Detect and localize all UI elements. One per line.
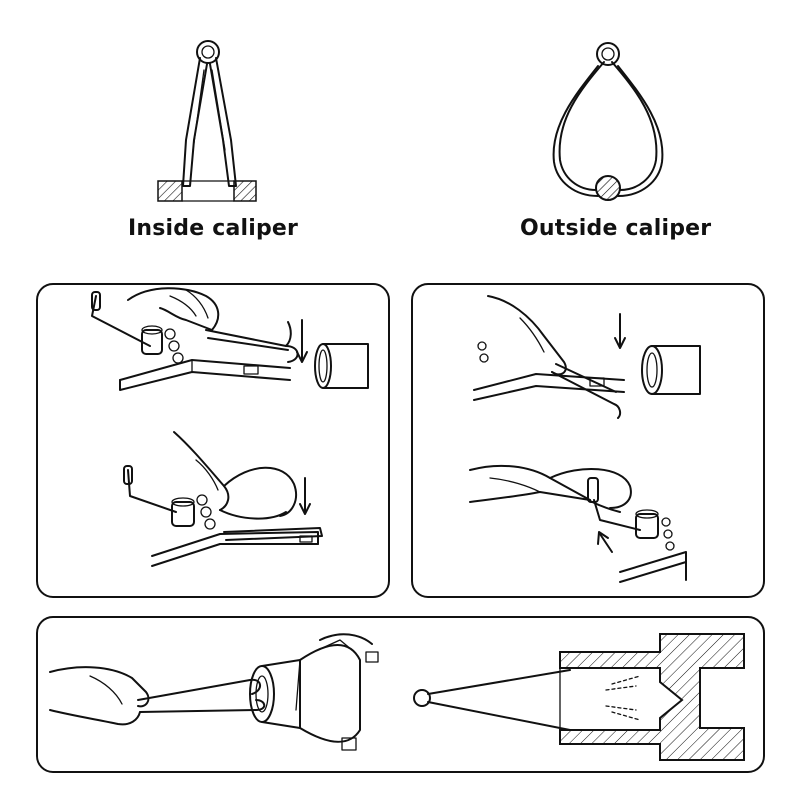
- panel-outside-lathe: [411, 283, 765, 598]
- bore-section-icon: [413, 633, 745, 761]
- panel-inside-lathe: [36, 283, 390, 598]
- outside-caliper-icon: [552, 42, 664, 201]
- lathe-inside-measure-icon: [91, 287, 369, 567]
- outside-caliper-label: Outside caliper: [520, 216, 712, 241]
- inside-caliper-icon: [157, 40, 257, 202]
- lathe-outside-measure-icon: [469, 295, 701, 583]
- panel-bore: [36, 616, 765, 773]
- lathe-bore-measure-icon: [49, 633, 379, 751]
- inside-caliper-label: Inside caliper: [128, 216, 299, 241]
